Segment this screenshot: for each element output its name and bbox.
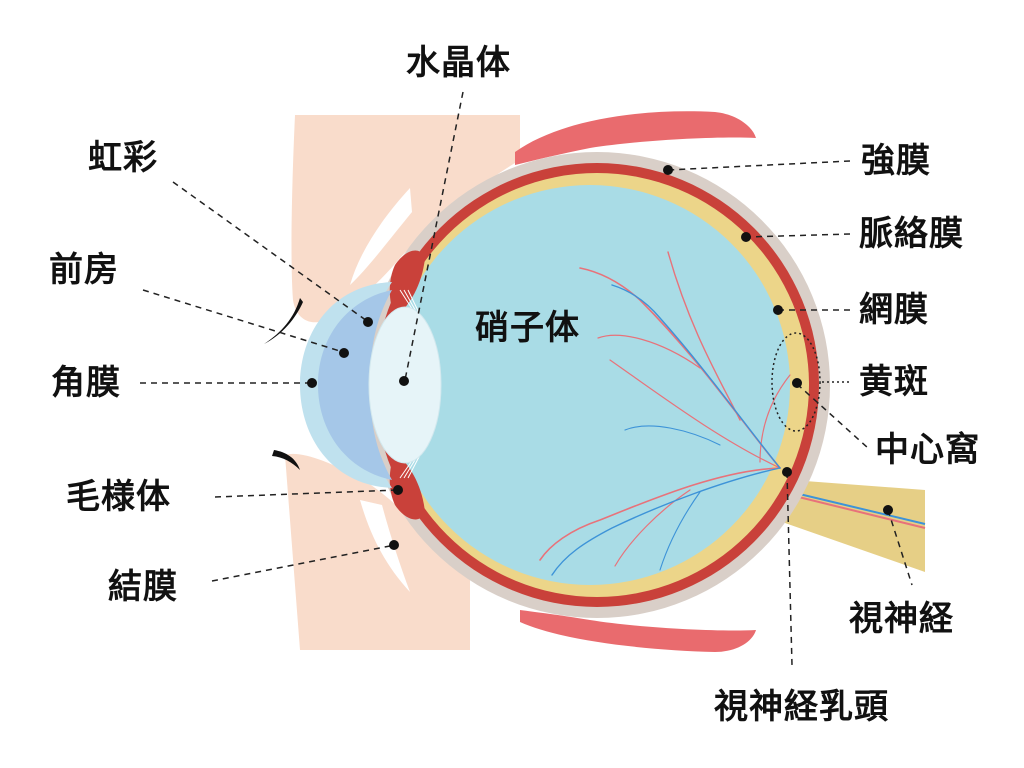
lower-eyelash bbox=[272, 450, 300, 470]
leader-fovea bbox=[796, 383, 869, 449]
macula-outline bbox=[771, 332, 821, 432]
dot-retina bbox=[773, 305, 783, 315]
superior-rectus-muscle bbox=[515, 111, 756, 165]
dot-ciliary-body bbox=[393, 485, 403, 495]
dot-anterior-chamber bbox=[339, 348, 349, 358]
dot-iris bbox=[363, 317, 373, 327]
dot-sclera bbox=[663, 165, 673, 175]
upper-eyelash bbox=[264, 298, 303, 344]
label-retina: 網膜 bbox=[859, 290, 929, 330]
leader-conjunctiva bbox=[211, 544, 396, 582]
anterior-chamber-shape bbox=[318, 290, 392, 480]
label-sclera: 強膜 bbox=[861, 141, 931, 181]
inferior-rectus-muscle bbox=[520, 610, 756, 652]
optic-nerve bbox=[765, 478, 925, 572]
label-lens: 水晶体 bbox=[406, 43, 511, 83]
label-macula: 黄斑 bbox=[859, 362, 929, 402]
retinal-vessels bbox=[539, 251, 791, 576]
label-cornea: 角膜 bbox=[51, 363, 121, 403]
dot-optic-nerve bbox=[883, 505, 893, 515]
label-optic-disc: 視神経乳頭 bbox=[714, 687, 889, 727]
dot-optic-disc bbox=[782, 467, 792, 477]
leader-iris bbox=[172, 181, 368, 322]
label-ciliary-body: 毛様体 bbox=[66, 477, 171, 517]
leader-optic-nerve bbox=[887, 509, 913, 586]
dot-choroid bbox=[741, 232, 751, 242]
label-choroid: 脈絡膜 bbox=[859, 214, 964, 254]
upper-ciliary-body bbox=[389, 250, 425, 318]
dot-cornea bbox=[307, 378, 317, 388]
leader-lens bbox=[404, 91, 464, 381]
label-iris: 虹彩 bbox=[88, 138, 158, 178]
leader-sclera bbox=[667, 160, 851, 171]
lower-eyelid bbox=[285, 453, 470, 650]
label-conjunctiva: 結膜 bbox=[108, 567, 178, 607]
leader-ciliary-body bbox=[214, 489, 399, 498]
label-vitreous: 硝子体 bbox=[475, 308, 580, 348]
vitreous-body bbox=[390, 185, 790, 585]
dot-lens bbox=[399, 376, 409, 386]
lower-conjunctiva-fold bbox=[360, 500, 410, 592]
dot-conjunctiva bbox=[389, 540, 399, 550]
upper-conjunctiva-fold bbox=[350, 188, 412, 285]
label-anterior-chamber: 前房 bbox=[49, 250, 119, 290]
leader-anterior-chamber bbox=[142, 289, 344, 353]
label-optic-nerve: 視神経 bbox=[849, 599, 954, 639]
lower-ciliary-body bbox=[389, 452, 425, 520]
label-fovea: 中心窩 bbox=[875, 430, 980, 470]
dot-fovea bbox=[792, 378, 802, 388]
